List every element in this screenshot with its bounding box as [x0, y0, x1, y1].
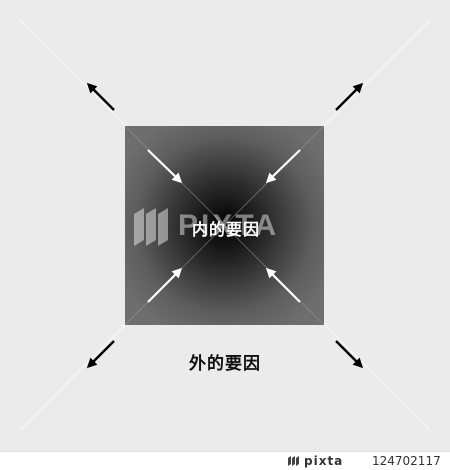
- footer-brand-name: pixta: [304, 454, 344, 468]
- inward-arrow-bottom-left: [147, 267, 183, 303]
- pixta-brand-icon: [288, 456, 299, 466]
- footer-bar: pixta 124702117: [0, 451, 450, 470]
- inward-arrow-bottom-right: [265, 267, 301, 303]
- inward-arrow-top-right: [265, 149, 301, 184]
- outward-arrow-top-right: [335, 82, 364, 111]
- pixta-watermark: PIXTA: [132, 202, 332, 250]
- external-factor-label: 外的要因: [189, 354, 261, 374]
- outward-arrows: [86, 82, 364, 369]
- inward-arrow-top-left: [147, 149, 183, 184]
- outward-arrow-bottom-right: [335, 340, 364, 369]
- outward-arrow-bottom-left: [86, 340, 115, 369]
- outward-arrow-top-left: [86, 82, 115, 111]
- footer-image-id: 124702117: [372, 454, 441, 468]
- watermark-text: PIXTA: [178, 209, 280, 242]
- inward-arrows: [147, 149, 301, 303]
- pixta-logo-icon: [134, 208, 168, 246]
- internal-factor-label: 内的要因: [191, 220, 260, 239]
